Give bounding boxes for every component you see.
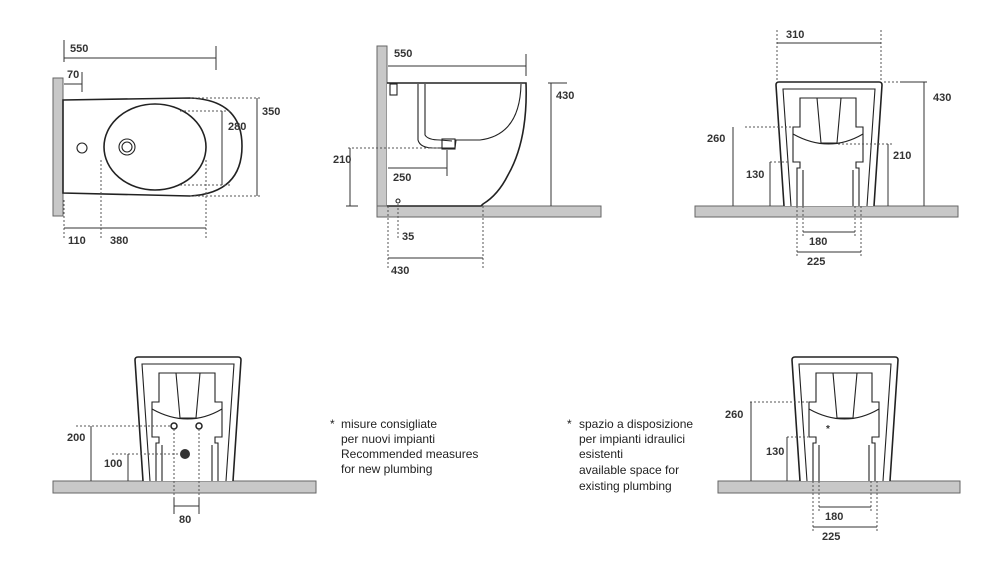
drain (121, 141, 133, 153)
dim-100: 100 (104, 458, 122, 470)
floor (376, 205, 602, 218)
note-line: available space for (579, 463, 679, 477)
side-view: 550 430 210 250 35 430 (333, 45, 602, 277)
floor (717, 480, 961, 494)
note-line: existing plumbing (579, 479, 672, 493)
dim-210: 210 (893, 150, 911, 162)
dim-260: 260 (725, 409, 743, 421)
top-view: 550 70 350 280 110 380 (52, 40, 280, 247)
dim-110: 110 (68, 235, 86, 247)
dim-430: 430 (933, 92, 951, 104)
note-line: esistenti (579, 447, 623, 461)
dim-260: 260 (707, 133, 725, 145)
dim-80: 80 (179, 514, 191, 526)
dim-210: 210 (333, 154, 351, 166)
bowl (103, 103, 207, 191)
dim-130: 130 (766, 446, 784, 458)
dim-225: 225 (822, 531, 840, 543)
note-new-plumbing: * misure consigliate per nuovi impianti … (330, 417, 478, 476)
dim-550: 550 (394, 48, 412, 60)
dim-380: 380 (110, 235, 128, 247)
dim-180: 180 (809, 236, 827, 248)
dim-35: 35 (402, 231, 414, 243)
dim-70: 70 (67, 69, 79, 81)
dim-180: 180 (825, 511, 843, 523)
drain-outlet (180, 449, 190, 459)
asterisk-marker: * (567, 417, 572, 431)
front-view: 310 430 260 210 130 180 225 (694, 29, 959, 268)
dim-310: 310 (786, 29, 804, 41)
asterisk-marker: * (826, 424, 830, 435)
note-line: Recommended measures (341, 447, 478, 461)
tap-hole (76, 142, 88, 154)
dim-550: 550 (70, 43, 88, 55)
dim-225: 225 (807, 256, 825, 268)
note-line: per nuovi impianti (341, 432, 435, 446)
note-line: misure consigliate (341, 417, 437, 431)
dim-130: 130 (746, 169, 764, 181)
note-existing-plumbing: * spazio a disposizione per impianti idr… (567, 417, 693, 493)
note-line: for new plumbing (341, 462, 432, 476)
dim-250: 250 (393, 172, 411, 184)
dim-430-height: 430 (556, 90, 574, 102)
bidet-outline (387, 82, 527, 207)
wall (52, 77, 64, 217)
asterisk-marker: * (330, 417, 335, 431)
note-line: spazio a disposizione (579, 417, 693, 431)
floor (52, 480, 317, 494)
floor (694, 205, 959, 218)
water-inlet-left (170, 422, 178, 430)
dim-200: 200 (67, 432, 85, 444)
water-inlet-right (195, 422, 203, 430)
dim-430-depth: 430 (391, 265, 409, 277)
wall (376, 45, 388, 207)
drain-ring (118, 138, 136, 156)
dim-350: 350 (262, 106, 280, 118)
plumbing-existing-view: * 260 130 180 225 (717, 356, 961, 543)
plumbing-new-view: 200 100 80 (52, 356, 317, 526)
note-line: per impianti idraulici (579, 432, 685, 446)
dim-280: 280 (228, 121, 246, 133)
